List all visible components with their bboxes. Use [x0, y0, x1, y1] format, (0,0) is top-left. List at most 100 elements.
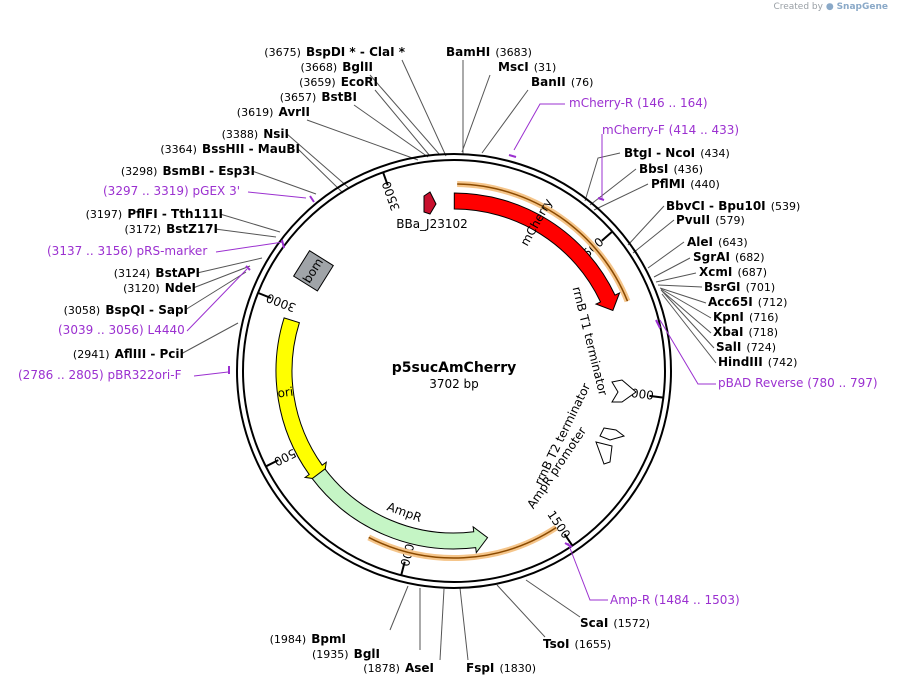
plasmid-name: p5sucAmCherry: [392, 360, 516, 376]
feature-rrnb-t2-terminator: [599, 427, 626, 441]
feature-label-bba-j23102: BBa_J23102: [396, 217, 468, 231]
enzyme-nsii: (3388) NsiI: [222, 123, 289, 142]
enzyme-position: (1984): [270, 633, 307, 646]
enzyme-position: (436): [673, 163, 703, 176]
enzyme-name: AvrII: [278, 105, 310, 119]
enzyme-position: (1830): [500, 662, 537, 675]
primer-pbr322ori-f: (2786 .. 2805) pBR322ori-F: [18, 368, 182, 382]
enzyme-name: NsiI: [263, 127, 289, 141]
enzyme-xbai: XbaI (718): [713, 321, 778, 340]
enzyme-leader: [632, 219, 675, 254]
primer-mcherry-f: mCherry-F (414 .. 433): [602, 123, 739, 137]
enzyme-name: PflFI: [127, 207, 157, 221]
enzyme-leader: [439, 588, 445, 661]
primer-marker: [564, 542, 573, 548]
enzyme-name: BstBI: [321, 90, 357, 104]
enzyme-name: Acc65I: [708, 295, 753, 309]
enzyme-bstz17i: (3172) BstZ17I: [124, 218, 218, 237]
enzyme-leader: [214, 228, 277, 238]
enzyme-position: (3668): [301, 61, 338, 74]
enzyme-name: SalI: [716, 340, 741, 354]
enzyme-leader: [481, 89, 529, 154]
enzyme-leader: [661, 290, 715, 349]
primer-marker: [245, 265, 251, 271]
enzyme-leader: [659, 287, 707, 304]
enzyme-ecori: (3659) EcoRI: [299, 71, 378, 90]
enzyme-afliii: (2941) AflIII - PciI: [73, 343, 184, 362]
primer-name: mCherry-R: [569, 96, 633, 110]
enzyme-name: BspDI *: [306, 45, 356, 59]
enzyme-name: PciI: [160, 347, 185, 361]
enzyme-name: BglII: [342, 60, 373, 74]
tick-mark: [382, 171, 389, 186]
enzyme-position: (76): [571, 76, 594, 89]
feature-mcherry: [453, 192, 621, 312]
enzyme-position: (3172): [124, 223, 161, 236]
enzyme-msci: MscI (31): [498, 56, 556, 75]
enzyme-position: (434): [700, 147, 730, 160]
primers: mCherry-R (146 .. 164)mCherry-F (414 .. …: [18, 96, 878, 607]
tick-mark: [601, 230, 613, 242]
primer-name: pBR322ori-F: [108, 368, 182, 382]
primer-leader: [513, 103, 565, 151]
credit-brand: SnapGene: [836, 2, 888, 12]
enzyme-leader: [653, 257, 691, 278]
enzyme-acc65i: Acc65I (712): [708, 291, 787, 310]
enzyme-name: BssHII: [202, 142, 244, 156]
primer-pbad-reverse: pBAD Reverse (780 .. 797): [718, 376, 878, 390]
enzyme-position: (3197): [86, 208, 123, 221]
primer-range: (3137 .. 3156): [47, 244, 133, 258]
enzyme-leader: [655, 272, 697, 283]
tick-mark: [563, 533, 574, 547]
feature-ampr: [311, 468, 489, 554]
enzyme-name: BstZ17I: [166, 222, 218, 236]
enzyme-name: BtgI: [624, 146, 652, 160]
enzyme-leader: [389, 585, 409, 631]
enzyme-leader: [306, 119, 419, 161]
primer-range: (3297 .. 3319): [103, 184, 189, 198]
enzyme-bstbi: (3657) BstBI: [280, 86, 357, 105]
bom-box: [292, 250, 334, 292]
enzyme-position: (643): [718, 236, 748, 249]
enzyme-name: BanII: [531, 75, 566, 89]
enzyme-bglii: (3668) BglII: [301, 56, 373, 75]
snapgene-credit: Created by ● SnapGene: [773, 2, 888, 12]
enzyme-position: (2941): [73, 348, 110, 361]
enzyme-leader: [589, 168, 637, 206]
enzyme-labels: BamHI (3683)MscI (31)BanII (76)BtgI - Nc…: [64, 45, 801, 675]
enzyme-leader: [496, 584, 546, 638]
primer-leader: [186, 268, 248, 332]
primer-name: pGEX 3': [193, 184, 240, 198]
enzyme-position: (3619): [237, 106, 274, 119]
enzyme-pflmi: PflMI (440): [651, 173, 720, 192]
feature-rrnb-t1-terminator: [611, 379, 637, 403]
feature-ampr-promoter: [595, 441, 613, 465]
enzyme-scai: ScaI (1572): [580, 612, 650, 631]
enzyme-leader: [192, 265, 251, 289]
feature-bom: bom: [292, 250, 334, 292]
primer-range: (2786 .. 2805): [18, 368, 104, 382]
enzyme-position: (1572): [613, 617, 650, 630]
enzyme-leader: [353, 104, 429, 158]
enzyme-position: (3388): [222, 128, 259, 141]
enzyme-leader: [584, 152, 621, 202]
enzyme-bsmbi: (3298) BsmBI - Esp3I: [121, 160, 255, 179]
primer-marker: [597, 197, 605, 201]
enzyme-position: (3657): [280, 91, 317, 104]
enzyme-leader: [219, 213, 281, 233]
enzyme-position: (3675): [264, 46, 301, 59]
enzyme-position: (716): [749, 311, 779, 324]
enzyme-leader: [184, 271, 247, 311]
enzyme-leader: [459, 587, 469, 661]
backbone-rings: [236, 153, 672, 589]
primer-marker: [309, 195, 315, 203]
primer-name: mCherry-F: [602, 123, 665, 137]
enzyme-name: ClaI *: [369, 45, 406, 59]
primer-marker: [655, 319, 661, 329]
tick-mark: [400, 561, 406, 576]
enzyme-position: (718): [749, 326, 779, 339]
enzyme-leader: [180, 322, 239, 355]
enzyme-name: TsoI: [543, 637, 569, 651]
plasmid-length: 3702 bp: [429, 377, 479, 391]
